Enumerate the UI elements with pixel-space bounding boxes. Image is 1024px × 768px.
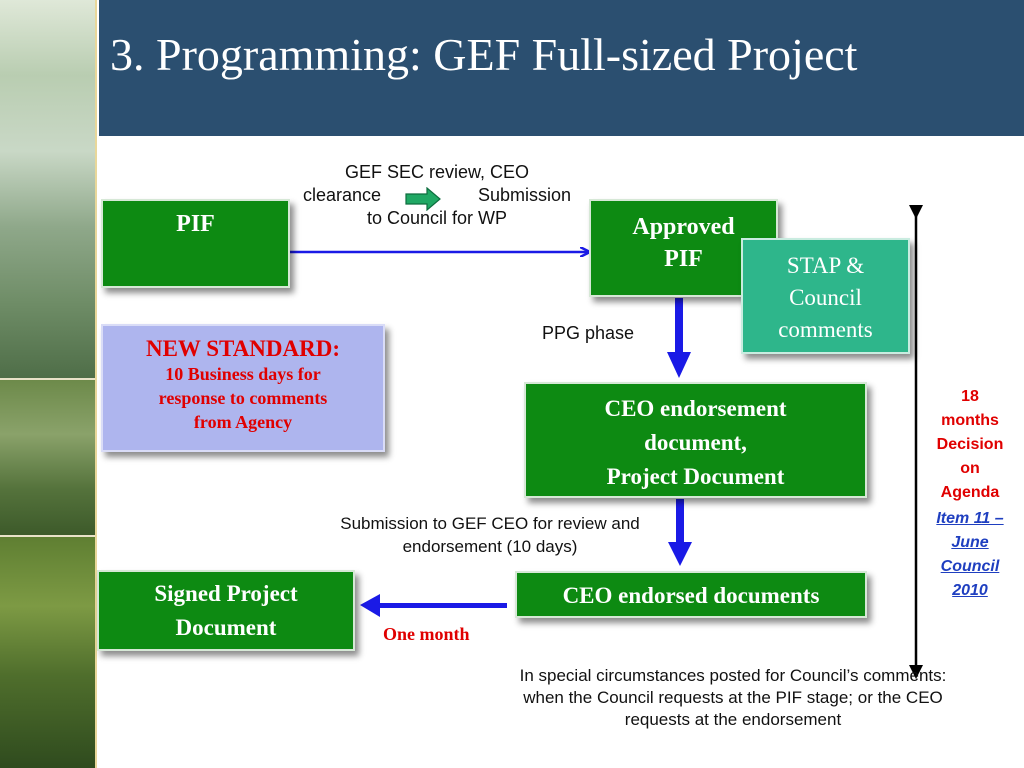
item-text: June <box>951 534 989 551</box>
item-text: Council <box>940 558 1000 575</box>
one-month-label: One month <box>383 624 470 644</box>
submission-text: Submission to GEF CEO for review and <box>340 514 640 533</box>
months-text: months <box>941 412 999 429</box>
slide-title: 3. Programming: GEF Full-sized Project <box>110 29 858 80</box>
clearance-arrow-icon <box>405 187 441 211</box>
ceo-doc-label: document, <box>644 430 747 455</box>
review-text: GEF SEC review, CEO <box>344 162 530 182</box>
note-text: when the Council requests at the PIF sta… <box>523 688 943 707</box>
photo-divider <box>0 378 97 380</box>
new-standard-heading: NEW STANDARD: <box>145 336 341 361</box>
insect-photo <box>0 537 97 768</box>
new-standard-box: NEW STANDARD: 10 Business days for respo… <box>101 324 385 452</box>
months-text: Decision <box>936 436 1004 453</box>
bird-photo <box>0 380 97 535</box>
special-circumstances-note: In special circumstances posted for Coun… <box>473 665 993 731</box>
pif-label: PIF <box>176 211 215 237</box>
photo-divider <box>0 535 97 537</box>
ceo-endorsed-documents-box: CEO endorsed documents <box>515 571 867 618</box>
note-text: In special circumstances posted for Coun… <box>519 666 947 685</box>
stap-label: comments <box>778 317 873 342</box>
left-photo-strip <box>0 0 97 768</box>
submission-text: Submission <box>477 185 571 205</box>
stap-council-comments-box: STAP & Council comments <box>741 238 910 354</box>
stap-label: STAP & <box>786 253 865 278</box>
ceo-doc-label: Project Document <box>606 464 785 489</box>
new-standard-text: 10 Business days for <box>165 364 321 384</box>
arrow-approved-to-ceo-doc <box>667 298 691 378</box>
pif-box: PIF <box>101 199 290 288</box>
ceo-endorsed-label: CEO endorsed documents <box>562 583 820 608</box>
new-standard-text: response to comments <box>158 388 328 408</box>
months-text: Agenda <box>940 484 1000 501</box>
item-text: Item 11 – <box>936 510 1004 527</box>
council-wp-text: to Council for WP <box>366 208 508 228</box>
arrow-endorsed-to-signed <box>360 594 507 617</box>
item-text: 2010 <box>952 582 988 599</box>
stap-label: Council <box>789 285 862 310</box>
strip-border <box>95 0 97 768</box>
months-text: on <box>960 460 980 477</box>
ppg-phase-label: PPG phase <box>542 323 635 343</box>
new-standard-text: from Agency <box>193 412 293 432</box>
signed-label: Document <box>175 615 277 640</box>
months-text: 18 <box>961 388 979 405</box>
title-bar <box>99 0 1024 136</box>
waterfall-photo <box>0 0 97 378</box>
submission-text: endorsement (10 days) <box>402 537 578 556</box>
approved-pif-label: Approved <box>632 214 735 240</box>
council-agenda-item-link[interactable]: Item 11 – June Council 2010 <box>920 507 1020 603</box>
signed-project-document-box: Signed Project Document <box>97 570 355 651</box>
approved-pif-box: Approved PIF <box>589 199 778 297</box>
clearance-text: clearance <box>303 185 382 205</box>
signed-label: Signed Project <box>154 581 298 606</box>
submission-to-ceo-label: Submission to GEF CEO for review and end… <box>300 512 680 558</box>
ceo-endorsement-document-box: CEO endorsement document, Project Docume… <box>524 382 867 498</box>
approved-pif-label: PIF <box>664 246 703 272</box>
ceo-doc-label: CEO endorsement <box>604 396 787 421</box>
note-text: requests at the endorsement <box>624 710 842 729</box>
review-clearance-label: GEF SEC review, CEO clearance Submission… <box>297 161 577 230</box>
eighteen-months-label: 18 months Decision on Agenda <box>920 385 1020 505</box>
